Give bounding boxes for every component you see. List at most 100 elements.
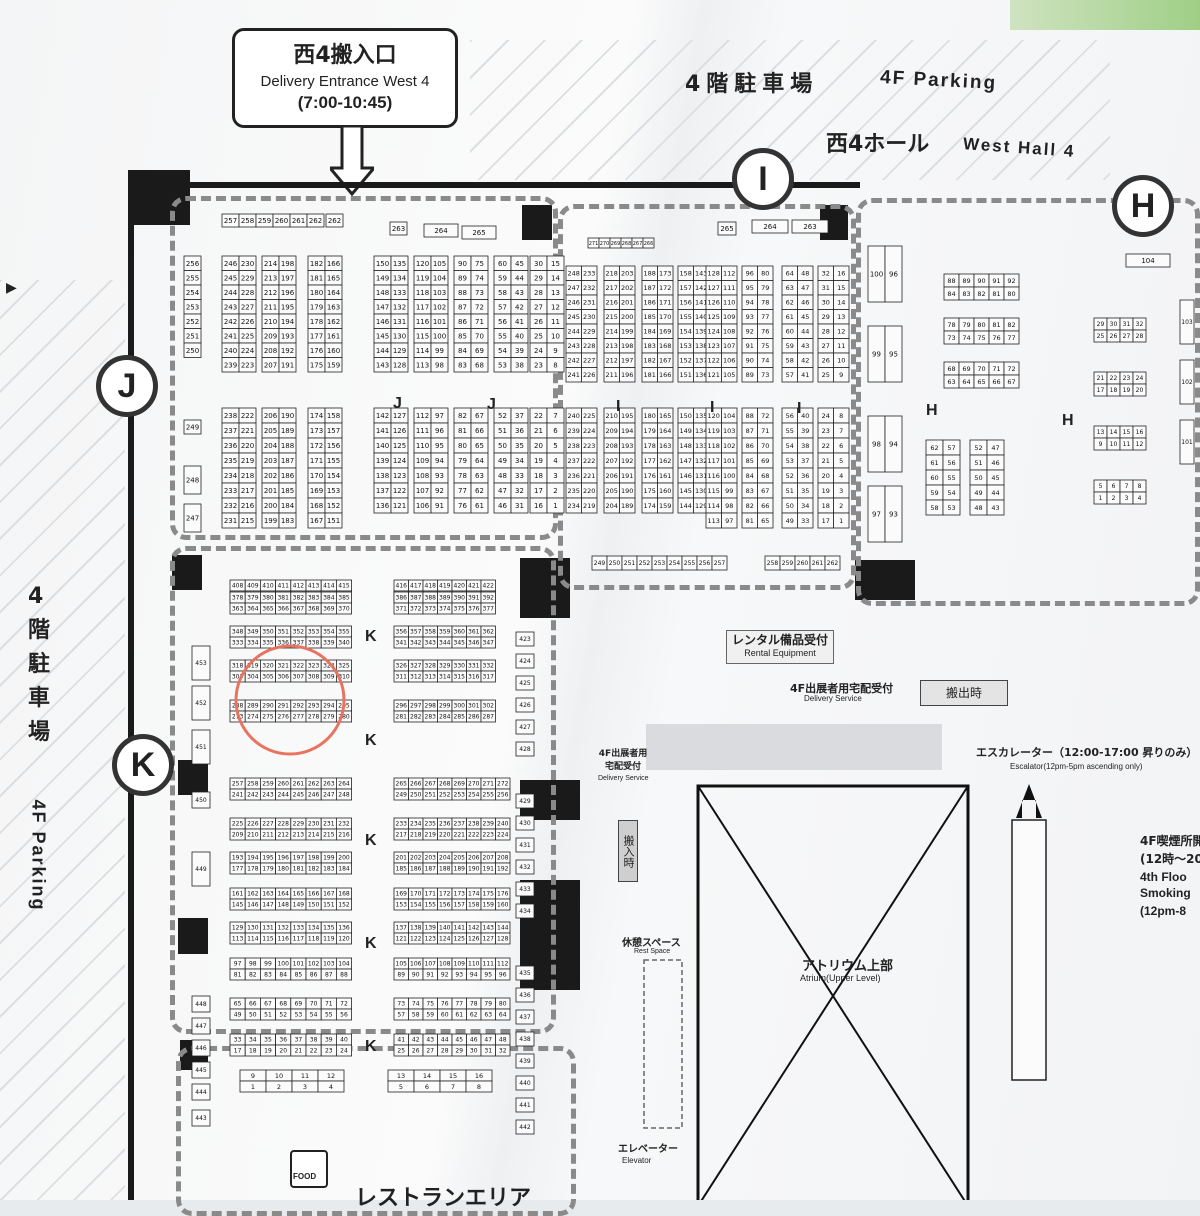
booth-number: 52 — [974, 444, 982, 452]
booth-number: 277 — [293, 714, 305, 721]
booth-number: 257 — [714, 560, 726, 567]
booth-number: 28 — [441, 1048, 449, 1055]
booth-number: 207 — [264, 361, 277, 369]
booth-number: 222 — [241, 412, 254, 420]
booth-number: 31 — [822, 284, 830, 292]
booth-number: 85 — [295, 972, 303, 979]
booth-number: 256 — [699, 560, 711, 567]
booth-number: 245 — [568, 313, 580, 321]
booth-number: 196 — [277, 855, 289, 862]
booth-number: 32 — [822, 270, 830, 278]
booth-number: 22 — [822, 442, 830, 450]
booth-number: 49 — [786, 517, 794, 525]
booth-number: 148 — [680, 442, 692, 450]
booth-number: 134 — [308, 925, 320, 932]
booth-number: 42 — [515, 303, 524, 311]
booth-number: 48 — [499, 1037, 507, 1044]
booth-number: 64 — [962, 378, 970, 386]
booth-number: 236 — [439, 821, 451, 828]
booth-number: 6 — [839, 442, 843, 450]
booth-number: 8 — [553, 361, 557, 369]
booth-number: 250 — [410, 792, 422, 799]
booth-number: 212 — [606, 357, 618, 365]
booth-number: 262 — [309, 217, 322, 225]
h-hall-letter-2: H — [1062, 412, 1074, 429]
booth-number: 451 — [195, 744, 207, 751]
booth-number: 44 — [991, 489, 999, 497]
booth-number: 179 — [310, 303, 323, 311]
booth-number: 444 — [195, 1089, 207, 1096]
booth-cell — [751, 219, 789, 234]
booth-number: 83 — [458, 361, 467, 369]
booth-number: 57 — [786, 371, 794, 379]
booth-number: 285 — [454, 714, 466, 721]
booth-number: 186 — [410, 866, 422, 873]
booth-number: 121 — [708, 371, 720, 379]
booth-number: 233 — [224, 487, 237, 495]
booth-number: 71 — [325, 1001, 333, 1008]
booth-number: 71 — [992, 365, 1000, 373]
booth-cell — [470, 357, 489, 373]
booth-number: 130 — [695, 487, 707, 495]
booth-number: 348 — [232, 629, 244, 636]
booth-cell — [183, 342, 202, 358]
booth-number: 110 — [468, 961, 480, 968]
booth-number: 131 — [695, 472, 707, 480]
booth-number: 202 — [621, 284, 633, 292]
booth-number: 131 — [393, 318, 406, 326]
booth-number: 89 — [458, 274, 467, 282]
delivery-service-en: Delivery Service — [804, 694, 862, 703]
booth-number: 214 — [264, 260, 278, 268]
booth-number: 114 — [416, 347, 430, 355]
booth-number: 95 — [435, 442, 444, 450]
booth-number: 78 — [761, 299, 769, 307]
booth-number: 112 — [723, 270, 735, 278]
booth-number: 163 — [659, 442, 671, 450]
booth-number: 171 — [310, 457, 323, 465]
booth-number: 83 — [962, 290, 970, 298]
booth-number: 77 — [458, 487, 467, 495]
booth-number: 42 — [801, 357, 809, 365]
booth-number: 151 — [680, 371, 692, 379]
booth-number: 326 — [396, 663, 408, 670]
booth-number: 139 — [376, 457, 389, 465]
booth-number: 86 — [746, 442, 754, 450]
booth-number: 142 — [376, 412, 389, 420]
booth-number: 201 — [396, 855, 408, 862]
booth-number: 8 — [1138, 483, 1142, 490]
booth-number: 60 — [441, 1012, 449, 1019]
booth-number: 209 — [606, 427, 618, 435]
smoking-time-en: (12pm-8 — [1140, 904, 1187, 918]
booth-number: 102 — [723, 442, 735, 450]
booth-number: 120 — [338, 936, 350, 943]
booth-number: 249 — [186, 424, 199, 432]
booth-number: 392 — [483, 595, 495, 602]
booth-number: 256 — [497, 792, 509, 799]
booth-number: 52 — [279, 1012, 287, 1019]
booth-number: 141 — [454, 925, 466, 932]
booth-number: 18 — [249, 1048, 257, 1055]
booth-number: 227 — [262, 821, 274, 828]
booth-number: 187 — [644, 284, 656, 292]
booth-number: 82 — [1007, 321, 1015, 329]
booth-number: 80 — [1007, 290, 1015, 298]
booth-number: 316 — [468, 674, 480, 681]
booth-number: 213 — [264, 274, 277, 282]
booth-number: 50 — [498, 442, 507, 450]
booth-number: 372 — [410, 606, 422, 613]
booth-number: 158 — [680, 270, 692, 278]
booth-number: 103 — [723, 427, 735, 435]
booth-number: 177 — [232, 866, 244, 873]
booth-number: 175 — [310, 361, 323, 369]
booth-number: 186 — [281, 472, 295, 480]
booth-number: 70 — [977, 365, 985, 373]
booth-number: 429 — [519, 798, 531, 805]
booth-number: 57 — [397, 1012, 405, 1019]
booth-number: 188 — [439, 866, 451, 873]
booth-number: 113 — [708, 517, 720, 525]
booth-number: 283 — [425, 714, 437, 721]
booth-number: 247 — [186, 515, 199, 523]
booth-number: 137 — [396, 925, 408, 932]
booth-number: 50 — [974, 474, 982, 482]
